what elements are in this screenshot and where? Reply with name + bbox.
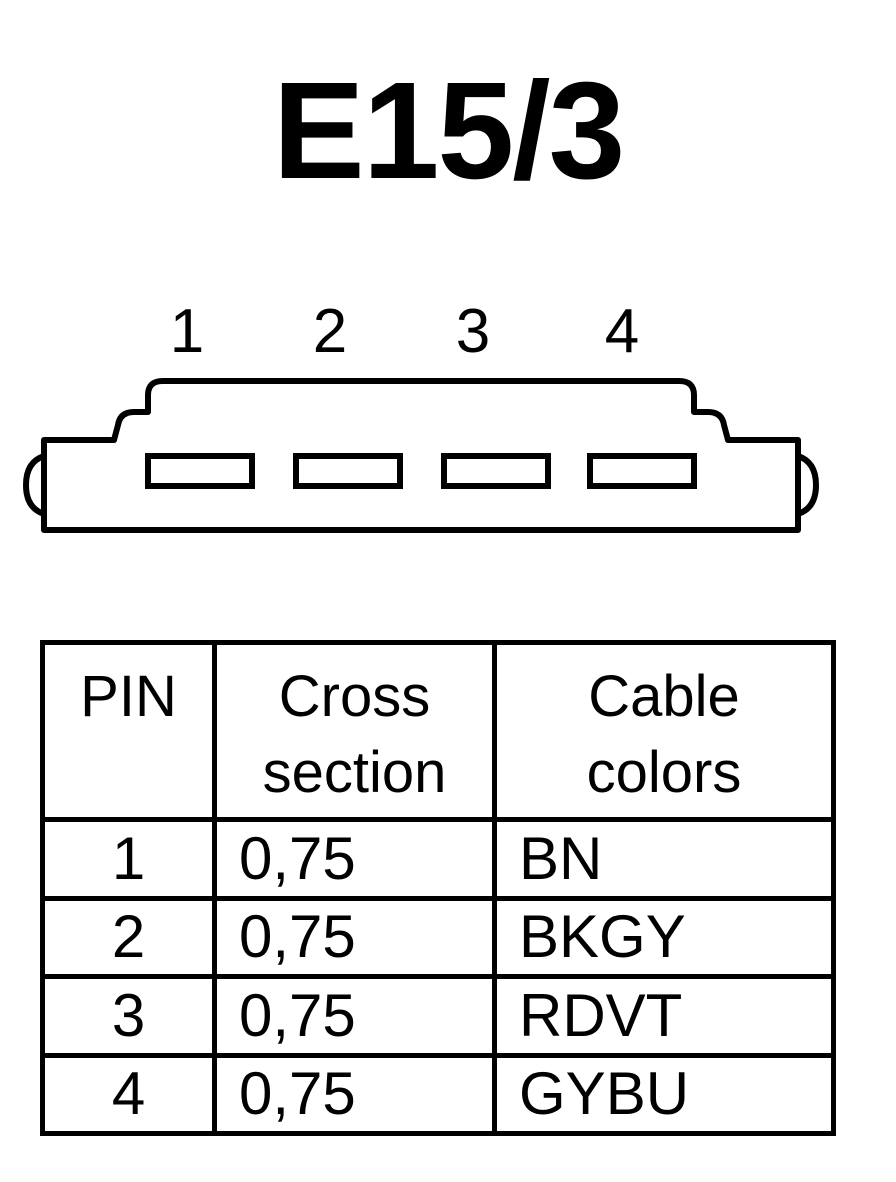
- header-pin-label: PIN: [80, 664, 177, 729]
- pin-number-1: 1: [170, 297, 204, 366]
- cell-pin: 3: [40, 974, 217, 1058]
- cell-cross-section: 0,75: [212, 817, 497, 901]
- header-cross-section-line2: section: [262, 740, 447, 805]
- header-cross-section-line1: Cross: [278, 664, 431, 729]
- header-cross-section: Cross section: [212, 640, 497, 822]
- pin-slot-4: [587, 453, 697, 489]
- table-row: 4 0,75 GYBU: [40, 1052, 836, 1136]
- table-row: 2 0,75 BKGY: [40, 895, 836, 979]
- pin-slot-2: [293, 453, 403, 489]
- pin-slot-3: [441, 453, 551, 489]
- pin-number-4: 4: [605, 297, 639, 366]
- cell-cross-section: 0,75: [212, 974, 497, 1058]
- header-cable-colors-line1: Cable: [588, 664, 740, 729]
- connector-latch-left: [22, 453, 46, 517]
- pin-slot-1: [145, 453, 255, 489]
- cell-pin: 4: [40, 1052, 217, 1136]
- header-pin: PIN: [40, 640, 217, 822]
- diagram-title: E15/3: [272, 54, 626, 208]
- table-row: 1 0,75 BN: [40, 817, 836, 901]
- connector-housing: [41, 378, 801, 533]
- pinout-table: PIN Cross section Cable colors 1 0,75 BN…: [40, 640, 836, 1136]
- cell-cable-color: GYBU: [492, 1052, 836, 1136]
- pin-number-3: 3: [456, 297, 490, 366]
- cell-cable-color: BKGY: [492, 895, 836, 979]
- cell-cable-color: BN: [492, 817, 836, 901]
- table-row: 3 0,75 RDVT: [40, 974, 836, 1058]
- connector-latch-right: [796, 453, 820, 517]
- table-header-row: PIN Cross section Cable colors: [40, 640, 836, 822]
- cell-cross-section: 0,75: [212, 1052, 497, 1136]
- connector-diagram: 1 2 3 4: [22, 297, 820, 533]
- cell-pin: 1: [40, 817, 217, 901]
- pin-number-2: 2: [313, 297, 347, 366]
- cell-pin: 2: [40, 895, 217, 979]
- header-cable-colors: Cable colors: [492, 640, 836, 822]
- cell-cross-section: 0,75: [212, 895, 497, 979]
- header-cable-colors-line2: colors: [586, 740, 742, 805]
- cell-cable-color: RDVT: [492, 974, 836, 1058]
